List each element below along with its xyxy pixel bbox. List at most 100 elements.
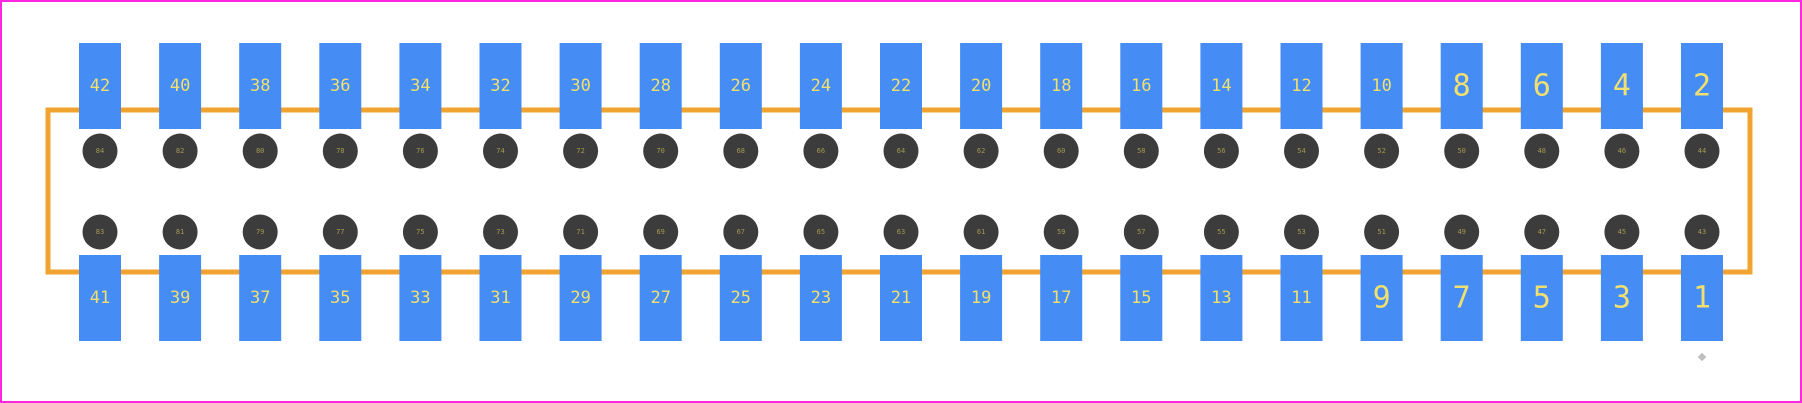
pad-number-label: 39 bbox=[170, 288, 190, 308]
hole-number-label: 63 bbox=[897, 228, 905, 236]
hole-number-label: 53 bbox=[1297, 228, 1305, 236]
pad-number-label: 22 bbox=[891, 76, 911, 96]
pad bbox=[960, 43, 1003, 129]
mounting-hole bbox=[1284, 214, 1319, 250]
mounting-hole bbox=[883, 214, 919, 250]
mounting-hole bbox=[1364, 214, 1400, 250]
pad-number-label: 11 bbox=[1291, 288, 1311, 308]
pad-number-label: 3 bbox=[1613, 281, 1631, 316]
mounting-hole bbox=[82, 214, 118, 250]
hole-number-label: 58 bbox=[1137, 147, 1145, 155]
pad-number-label: 24 bbox=[811, 76, 831, 96]
mounting-hole bbox=[1203, 214, 1239, 250]
hole-number-label: 67 bbox=[737, 228, 745, 236]
hole-number-label: 72 bbox=[576, 147, 584, 155]
hole-number-label: 82 bbox=[176, 147, 184, 155]
hole-number-label: 60 bbox=[1057, 147, 1065, 155]
pad bbox=[1200, 43, 1243, 129]
hole-number-label: 78 bbox=[336, 147, 344, 155]
hole-number-label: 84 bbox=[96, 147, 104, 155]
pad-number-label: 41 bbox=[90, 288, 110, 308]
pad-number-label: 8 bbox=[1453, 69, 1471, 104]
hole-number-label: 73 bbox=[496, 228, 504, 236]
hole-number-label: 74 bbox=[496, 147, 504, 155]
pad bbox=[1681, 255, 1723, 341]
mounting-hole bbox=[1043, 214, 1079, 250]
pad-number-label: 38 bbox=[250, 76, 270, 96]
pad bbox=[399, 43, 442, 129]
pad-number-label: 27 bbox=[650, 288, 670, 308]
mounting-hole bbox=[1043, 133, 1079, 169]
mounting-hole bbox=[1604, 214, 1640, 250]
pad-number-label: 6 bbox=[1533, 69, 1551, 104]
hole-number-label: 65 bbox=[817, 228, 825, 236]
hole-number-label: 69 bbox=[656, 228, 664, 236]
mounting-hole bbox=[803, 214, 839, 250]
pad-number-label: 42 bbox=[90, 76, 110, 96]
pad bbox=[479, 43, 522, 129]
pad bbox=[319, 43, 362, 129]
pad bbox=[159, 43, 202, 129]
pad-number-label: 20 bbox=[971, 76, 991, 96]
pad bbox=[719, 43, 762, 129]
pad-number-label: 37 bbox=[250, 288, 270, 308]
hole-number-label: 83 bbox=[96, 228, 104, 236]
mounting-hole bbox=[322, 133, 358, 169]
hole-number-label: 80 bbox=[256, 147, 264, 155]
mounting-hole bbox=[402, 133, 438, 169]
pad bbox=[1360, 43, 1403, 129]
pad bbox=[319, 255, 362, 341]
pad bbox=[159, 255, 202, 341]
mounting-hole bbox=[322, 214, 358, 250]
mounting-hole bbox=[162, 133, 198, 169]
pad bbox=[639, 255, 682, 341]
pad-number-label: 29 bbox=[570, 288, 590, 308]
mounting-hole bbox=[242, 214, 278, 250]
pad-number-label: 31 bbox=[490, 288, 510, 308]
pad-number-label: 19 bbox=[971, 288, 991, 308]
pad bbox=[1040, 43, 1083, 129]
pad-number-label: 26 bbox=[731, 76, 751, 96]
hole-number-label: 81 bbox=[176, 228, 184, 236]
pad-number-label: 17 bbox=[1051, 288, 1071, 308]
pad bbox=[1681, 43, 1723, 129]
pad bbox=[880, 43, 922, 129]
pad bbox=[239, 255, 282, 341]
mounting-hole bbox=[483, 214, 518, 250]
hole-number-label: 48 bbox=[1538, 147, 1546, 155]
mounting-hole bbox=[1364, 133, 1400, 169]
pad bbox=[799, 43, 842, 129]
pad bbox=[1440, 43, 1483, 129]
hole-number-label: 55 bbox=[1217, 228, 1225, 236]
mounting-hole bbox=[1524, 133, 1560, 169]
pad-number-label: 5 bbox=[1533, 281, 1551, 316]
hole-number-label: 62 bbox=[977, 147, 985, 155]
pad-number-label: 10 bbox=[1371, 76, 1391, 96]
hole-number-label: 76 bbox=[416, 147, 424, 155]
pad bbox=[880, 255, 922, 341]
pad-number-label: 25 bbox=[731, 288, 751, 308]
mounting-hole bbox=[1444, 133, 1480, 169]
hole-number-label: 51 bbox=[1377, 228, 1385, 236]
pad bbox=[719, 255, 762, 341]
hole-number-label: 52 bbox=[1377, 147, 1385, 155]
pin1-marker bbox=[1697, 352, 1707, 362]
pad bbox=[1120, 255, 1163, 341]
hole-number-label: 46 bbox=[1618, 147, 1626, 155]
mounting-hole bbox=[1684, 214, 1720, 250]
pad-number-label: 21 bbox=[891, 288, 911, 308]
hole-number-label: 59 bbox=[1057, 228, 1065, 236]
pad-number-label: 40 bbox=[170, 76, 190, 96]
pad bbox=[239, 43, 282, 129]
pad-number-label: 23 bbox=[811, 288, 831, 308]
mounting-hole bbox=[643, 214, 679, 250]
pad-number-label: 30 bbox=[570, 76, 590, 96]
pad-number-label: 35 bbox=[330, 288, 350, 308]
pad bbox=[1520, 255, 1563, 341]
pad-number-label: 18 bbox=[1051, 76, 1071, 96]
hole-number-label: 70 bbox=[656, 147, 664, 155]
hole-number-label: 68 bbox=[737, 147, 745, 155]
pad bbox=[479, 255, 522, 341]
